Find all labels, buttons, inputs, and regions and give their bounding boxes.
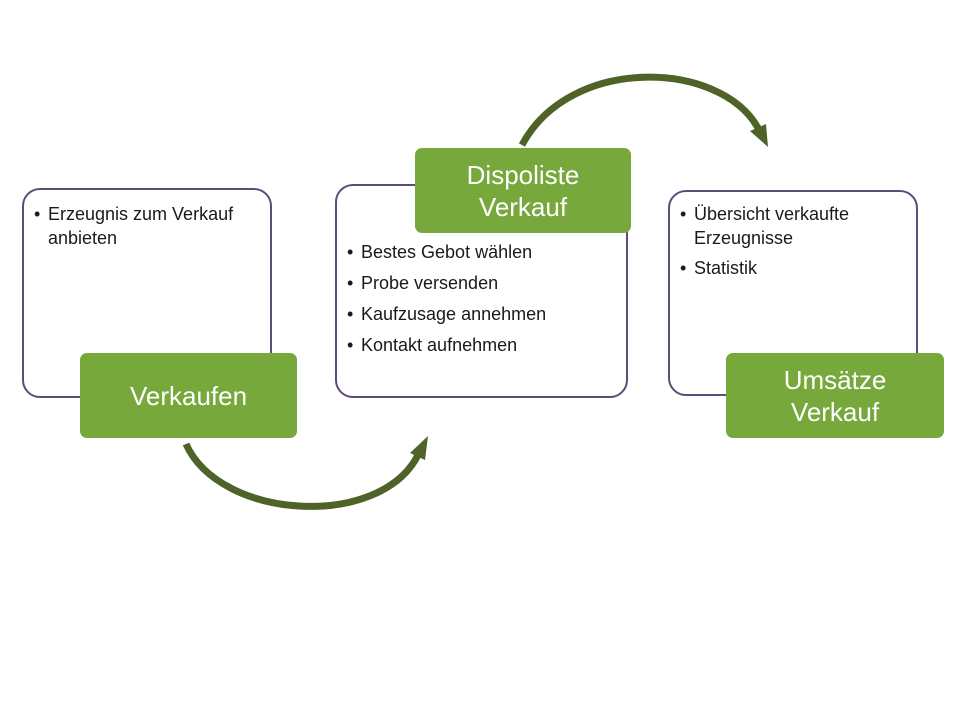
list-item: Statistik (680, 256, 910, 280)
list-item: Kontakt aufnehmen (347, 333, 622, 357)
list-item: Kaufzusage annehmen (347, 302, 622, 326)
step-title-line: Verkauf (790, 396, 880, 427)
step-title-umsaetze: Umsätze Verkauf (726, 353, 944, 438)
step-title-line: Dispoliste (466, 159, 580, 190)
step-title-line: Verkauf (478, 191, 568, 222)
step-title-line: Umsätze (783, 364, 887, 395)
arrow-verkaufen-to-dispoliste (182, 436, 428, 510)
step-title-verkaufen: Verkaufen (80, 353, 297, 438)
step-title-dispoliste: Dispoliste Verkauf (415, 148, 631, 233)
card-umsaetze-list: Übersicht verkaufte Erzeugnisse Statisti… (680, 202, 910, 280)
card-verkaufen-list: Erzeugnis zum Verkauf anbieten (34, 202, 259, 250)
list-item: Probe versenden (347, 271, 622, 295)
list-item: Erzeugnis zum Verkauf anbieten (34, 202, 259, 250)
step-title-line: Verkaufen (129, 380, 248, 411)
list-item: Übersicht verkaufte Erzeugnisse (680, 202, 910, 250)
card-dispoliste-list: Bestes Gebot wählen Probe versenden Kauf… (347, 240, 622, 357)
arrow-dispoliste-to-umsaetze (518, 73, 768, 147)
list-item: Bestes Gebot wählen (347, 240, 622, 264)
